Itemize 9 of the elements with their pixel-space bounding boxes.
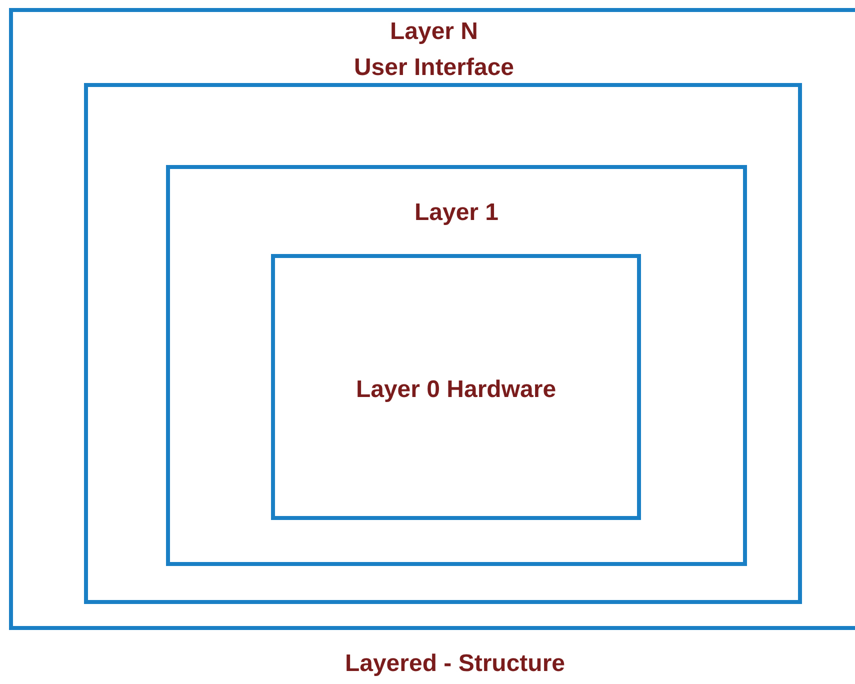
layer-box: [271, 254, 641, 520]
layer-box: [84, 83, 802, 604]
layer-box: [166, 165, 747, 566]
layer-label: Layer 1: [414, 199, 499, 226]
layer-label: Layer N: [390, 18, 478, 45]
layer-box: [9, 8, 855, 630]
layer-label: User Interface: [354, 54, 514, 81]
caption: Layered - Structure: [344, 650, 566, 677]
layer-label: Layer 0 Hardware: [356, 376, 556, 403]
